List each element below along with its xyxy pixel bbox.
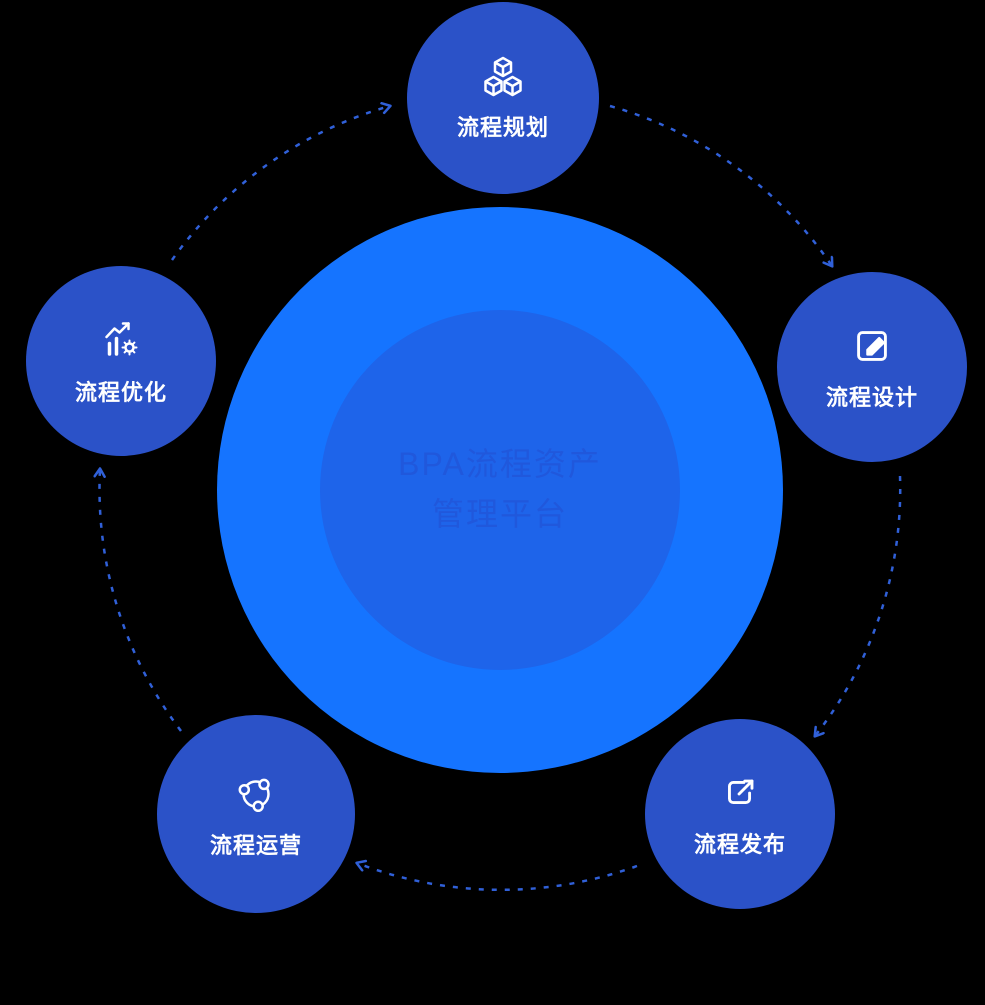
node-process-operation: 流程运营 [157, 715, 355, 913]
node-label: 流程规划 [456, 114, 549, 140]
node-label: 流程设计 [825, 384, 918, 410]
arrow-optimization-to-planning [170, 106, 390, 261]
platform-title-line1: BPA流程资产 [398, 446, 602, 483]
cubes-icon [479, 55, 527, 99]
arrow-planning-to-design [609, 104, 832, 266]
node-process-publish: 流程发布 [645, 719, 835, 909]
arrow-design-to-publish [815, 475, 902, 736]
node-label: 流程运营 [209, 832, 302, 858]
platform-title-line2: 管理平台 [431, 496, 568, 532]
network-nodes-icon [232, 769, 280, 817]
platform-title: BPA流程资产 管理平台 [398, 440, 602, 539]
publish-arrow-icon [717, 770, 763, 816]
node-process-design: 流程设计 [777, 272, 967, 462]
center-inner-circle: BPA流程资产 管理平台 [320, 310, 680, 670]
chart-gear-icon [97, 316, 145, 364]
node-process-optimization: 流程优化 [26, 266, 216, 456]
arrow-operation-to-optimization [99, 469, 182, 732]
arrow-publish-to-operation [357, 863, 638, 892]
node-process-planning: 流程规划 [407, 2, 599, 194]
pencil-edit-icon [849, 323, 895, 369]
node-label: 流程发布 [693, 831, 786, 857]
center-circle: BPA流程资产 管理平台 [217, 207, 783, 773]
node-label: 流程优化 [74, 379, 167, 405]
